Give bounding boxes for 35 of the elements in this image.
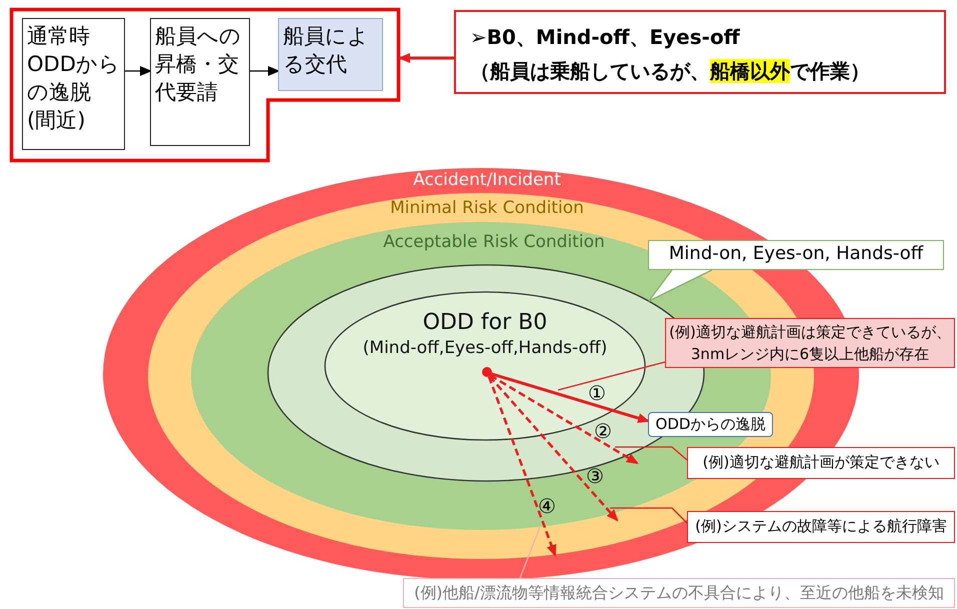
leader-line (610, 507, 688, 524)
zone-label: ODD for B0 (422, 310, 548, 335)
zone-ellipse (325, 292, 645, 440)
process-box: 船員による交代 (278, 18, 383, 91)
zone-label: Minimal Risk Condition (389, 198, 585, 218)
example-box: (例)適切な避航計画は策定できているが、3nmレンジ内に6隻以上他船が存在 (665, 318, 955, 368)
zone-label: Acceptable Risk Condition (382, 232, 606, 252)
bubble-tail (648, 269, 713, 302)
example-box: (例)システムの故障等による航行障害 (687, 511, 955, 543)
arrow (491, 372, 650, 423)
leader-line (558, 361, 666, 391)
arrow (125, 66, 152, 76)
callout-box (454, 10, 946, 94)
leader-line (615, 446, 688, 460)
process-box: 船員への昇橋・交代要請 (150, 18, 250, 146)
edge-label: ④ (538, 496, 556, 516)
label-box: ODDからの逸脱 (648, 412, 773, 437)
edge-label: ② (594, 421, 612, 441)
leader-line (519, 526, 541, 578)
group-frame (10, 8, 400, 162)
arrow (490, 374, 639, 464)
arrow (488, 376, 556, 557)
arrow (398, 53, 454, 63)
callout-text: （船員は乗船しているが、船橋以外で作業） (470, 58, 871, 85)
start-dot (482, 367, 492, 377)
example-box: (例)適切な避航計画が策定できない (687, 447, 955, 479)
edge-label: ① (588, 383, 606, 403)
callout-heading: ➢B0、Mind-off、Eyes-off (470, 24, 741, 51)
zone-subtitle: (Mind-off,Eyes-off,Hands-off) (362, 338, 608, 358)
example-box: (例)他船/漂流物等情報統合システムの不具合により、至近の他船を未検知 (403, 578, 955, 608)
arrow (250, 66, 280, 76)
zone-label: Accident/Incident (412, 170, 562, 190)
process-box: 通常時ODDからの逸脱(間近) (22, 18, 125, 150)
edge-label: ③ (586, 466, 604, 486)
arrow (488, 375, 618, 522)
